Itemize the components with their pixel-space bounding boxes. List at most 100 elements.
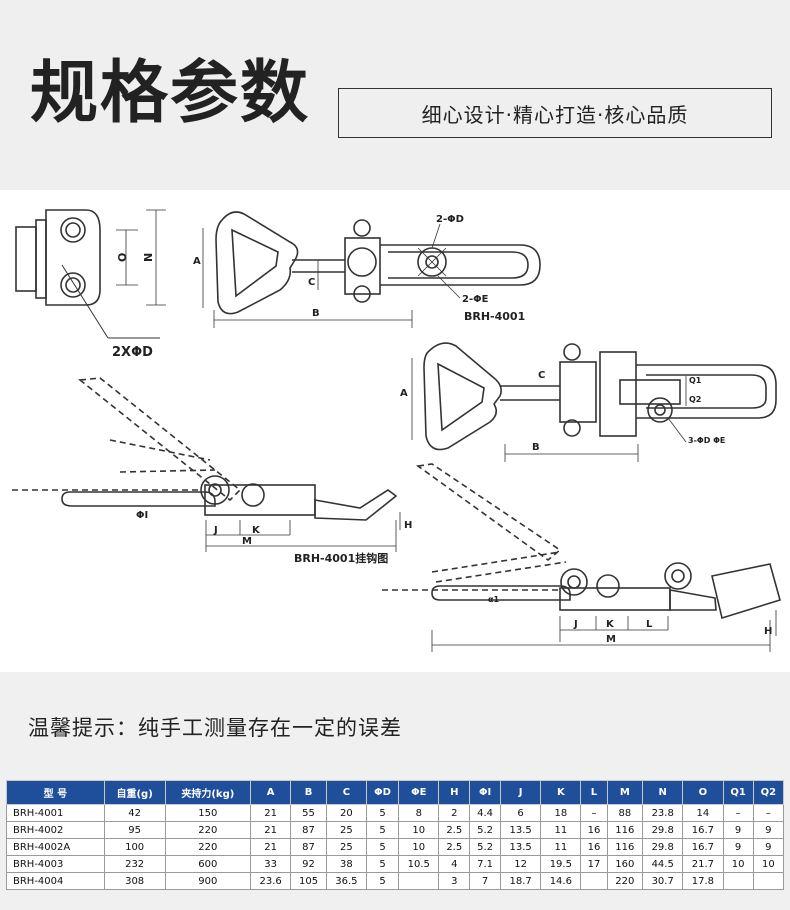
table-cell [580,872,608,890]
table-cell: 2 [438,804,471,822]
table-cell: – [752,804,785,822]
table-cell: 220 [606,872,644,890]
table-cell: 95 [103,821,166,839]
top-latch-view [202,211,541,328]
table-cell: 10.5 [398,855,440,873]
table-header-cell: A [250,780,292,805]
table-header-cell: 夹持力(kg) [164,780,252,805]
table-cell: 25 [325,821,368,839]
table-cell: 42 [103,804,166,822]
label-phi-i: ΦI [136,510,148,521]
table-cell: 44.5 [642,855,684,873]
table-header-cell: Q2 [752,780,785,805]
table-header-cell: C [325,780,368,805]
table-cell: 11 [540,821,582,839]
table-cell: 16 [580,838,608,856]
slogan-text: 细心设计·精心打造·核心品质 [421,102,689,127]
label-c-top: C [308,277,315,288]
technical-drawing: 2XΦD O N A C B 2-ΦD 2-ΦE BRH-4001 A C B … [0,190,790,672]
table-cell: 220 [164,838,252,856]
table-cell: 87 [290,838,327,856]
table-cell: 4 [438,855,471,873]
label-q1: Q1 [689,376,702,385]
table-cell: 308 [103,872,166,890]
table-cell: 900 [164,872,252,890]
table-cell: 21.7 [682,855,724,873]
table-cell: BRH-4003 [6,855,105,873]
table-cell: 13.5 [500,838,542,856]
table-cell: 5 [365,821,400,839]
table-cell: 6 [500,804,542,822]
hook-side-view [12,377,401,552]
table-cell: 16.7 [682,838,724,856]
table-header-cell: Q1 [722,780,754,805]
table-cell: 13.5 [500,821,542,839]
slogan-box: 细心设计·精心打造·核心品质 [338,88,772,138]
table-cell: 100 [103,838,166,856]
table-cell: 18.7 [500,872,542,890]
table-cell: 2.5 [438,838,471,856]
table-cell: 92 [290,855,327,873]
table-cell: 11 [540,838,582,856]
table-cell: 105 [290,872,327,890]
label-3-phi-d-e: 3-ΦD ΦE [688,436,725,445]
label-2-phi-e: 2-ΦE [462,294,489,305]
label-h-right: H [764,626,772,637]
table-cell [752,872,785,890]
label-h-left: H [404,520,412,531]
large-latch-side-view [382,463,781,652]
table-cell: 160 [606,855,644,873]
table-header-cell: ΦD [365,780,400,805]
table-cell: 12 [500,855,542,873]
table-cell: 5.2 [469,821,502,839]
label-2-phi-d: 2-ΦD [436,214,464,225]
table-cell: 3 [438,872,471,890]
table-header-cell: J [500,780,542,805]
table-header-cell: O [682,780,724,805]
label-o-dim: O [116,253,129,262]
table-cell: 21 [250,821,292,839]
table-cell: 7.1 [469,855,502,873]
table-cell: 16.7 [682,821,724,839]
table-cell: 55 [290,804,327,822]
table-cell: 88 [606,804,644,822]
table-cell: 116 [606,838,644,856]
table-cell: 600 [164,855,252,873]
table-cell: BRH-4002 [6,821,105,839]
table-cell: 25 [325,838,368,856]
table-cell: 5.2 [469,838,502,856]
table-cell: 18 [540,804,582,822]
table-cell: BRH-4002A [6,838,105,856]
measurement-note: 温馨提示：纯手工测量存在一定的误差 [28,716,402,740]
table-header-cell: ΦE [398,780,440,805]
table-cell: 30.7 [642,872,684,890]
label-a-right: A [400,388,408,399]
table-cell: 19.5 [540,855,582,873]
table-cell: 9 [722,838,754,856]
table-cell: 150 [164,804,252,822]
table-header-cell: B [290,780,327,805]
table-cell: 29.8 [642,821,684,839]
table-header-cell: K [540,780,582,805]
label-hook-diagram: BRH-4001挂钩图 [294,551,388,565]
table-cell: 23.8 [642,804,684,822]
table-cell: 21 [250,838,292,856]
table-cell: 8 [398,804,440,822]
table-cell: 10 [398,821,440,839]
label-l-right: L [646,619,653,630]
table-cell: 4.4 [469,804,502,822]
table-cell: 10 [752,855,785,873]
label-m-left: M [242,536,252,547]
table-cell: 20 [325,804,368,822]
table-header-cell: ΦI [469,780,502,805]
label-b-top: B [312,308,320,319]
label-b-right: B [532,442,540,453]
label-2x-phi-d: 2XΦD [112,345,153,360]
table-cell: 9 [722,821,754,839]
table-header-cell: N [642,780,684,805]
